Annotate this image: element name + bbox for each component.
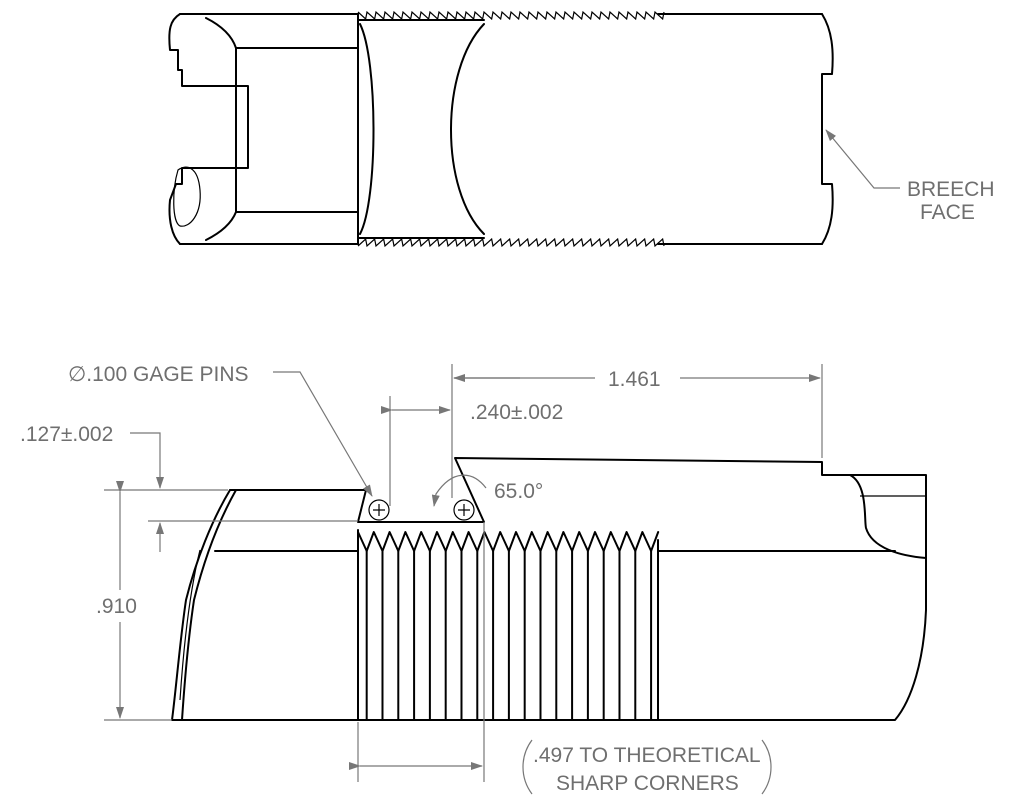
dim-910: .910: [96, 481, 172, 721]
dim-240-label: .240±.002: [470, 401, 563, 424]
note-line1: .497 TO THEORETICAL: [533, 744, 761, 767]
face-label: FACE: [920, 201, 975, 224]
dim-240: .240±.002: [381, 364, 563, 506]
gage-pins: [368, 499, 475, 521]
dim-1461-label: 1.461: [608, 368, 661, 391]
note-line2: SHARP CORNERS: [556, 772, 739, 795]
gage-pin-right: [453, 499, 475, 521]
section-view-barrel: [171, 457, 927, 721]
dim-angle: 65.0°: [431, 474, 543, 507]
gage-pin-left: [368, 499, 390, 521]
dim-910-label: .910: [96, 595, 137, 618]
gage-pins-label: ∅.100 GAGE PINS: [68, 363, 249, 386]
breech-face-callout: BREECH FACE: [825, 129, 995, 224]
gage-pins-callout: ∅.100 GAGE PINS: [68, 363, 373, 497]
top-view-barrel: [168, 10, 834, 248]
dim-1461: 1.461: [453, 364, 823, 458]
dim-127: .127±.002: [20, 423, 358, 552]
angle-label: 65.0°: [494, 480, 543, 503]
dim-127-label: .127±.002: [20, 423, 113, 446]
dim-497: .497 TO THEORETICAL SHARP CORNERS: [349, 522, 772, 795]
breech-label: BREECH: [907, 178, 995, 201]
